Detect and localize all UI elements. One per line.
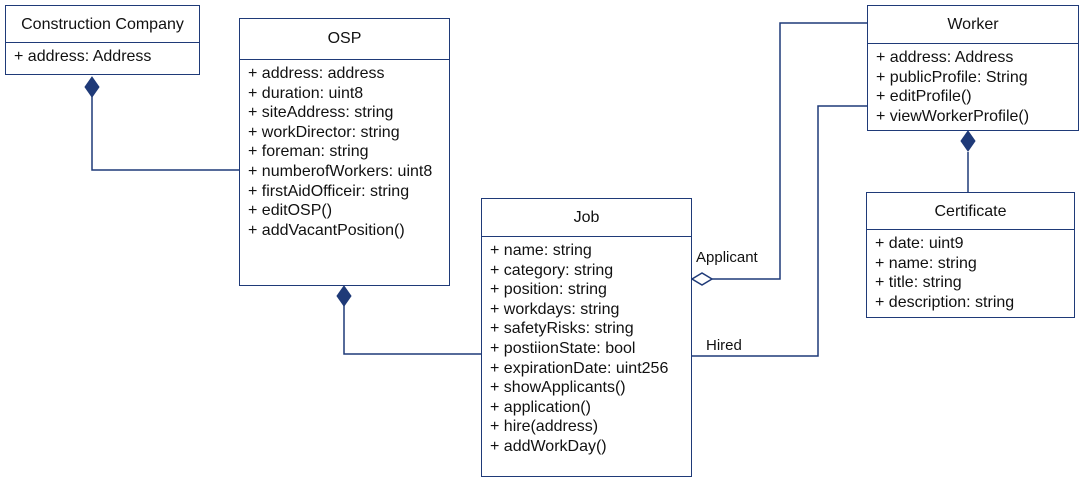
attribute: + expirationDate: uint256	[490, 359, 669, 377]
class-certificate[interactable]: Certificate + date: uint9 + name: string…	[866, 192, 1075, 318]
class-attributes-worker: + address: Address + publicProfile: Stri…	[868, 44, 1078, 126]
association-line-hired	[691, 105, 867, 357]
composition-diamond-worker	[960, 130, 976, 152]
attribute: + name: string	[490, 242, 592, 259]
attribute: + workdays: string	[490, 300, 620, 318]
class-name-job: Job	[482, 199, 691, 237]
class-name-construction-company: Construction Company	[6, 6, 199, 43]
composition-diamond-company	[84, 76, 100, 98]
attribute: + viewWorkerProfile()	[876, 107, 1030, 125]
composition-diamond-osp	[336, 285, 352, 307]
attribute: + postiionState: bool	[490, 339, 636, 357]
attribute: + safetyRisks: string	[490, 320, 634, 338]
class-worker[interactable]: Worker + address: Address + publicProfil…	[867, 5, 1079, 131]
attribute: + address: Address	[876, 49, 1014, 66]
attribute: + foreman: string	[248, 143, 369, 161]
class-name-worker: Worker	[868, 6, 1078, 44]
attribute: + editOSP()	[248, 202, 333, 220]
class-attributes-job: + name: string + category: string + posi…	[482, 237, 691, 457]
attribute: + address: Address	[14, 48, 152, 65]
class-construction-company[interactable]: Construction Company + address: Address	[5, 5, 200, 75]
class-osp[interactable]: OSP + address: address + duration: uint8…	[239, 18, 450, 286]
class-attributes-osp: + address: address + duration: uint8 + s…	[240, 60, 449, 240]
attribute: + publicProfile: String	[876, 68, 1028, 86]
attribute: + duration: uint8	[248, 84, 364, 102]
class-job[interactable]: Job + name: string + category: string + …	[481, 198, 692, 477]
aggregation-diamond-applicant	[690, 272, 714, 286]
attribute: + hire(address)	[490, 418, 599, 436]
attribute: + address: address	[248, 65, 385, 82]
attribute: + position: string	[490, 281, 607, 299]
attribute: + name: string	[875, 254, 977, 272]
applicant-label: Applicant	[696, 249, 758, 266]
class-attributes-certificate: + date: uint9 + name: string + title: st…	[867, 230, 1074, 312]
attribute: + description: string	[875, 293, 1015, 311]
class-name-osp: OSP	[240, 19, 449, 60]
attribute: + editProfile()	[876, 88, 972, 106]
hired-label: Hired	[706, 337, 742, 354]
attribute: + showApplicants()	[490, 379, 626, 397]
attribute: + application()	[490, 398, 591, 416]
attribute: + addWorkDay()	[490, 437, 607, 455]
attribute: + title: string	[875, 274, 962, 292]
attribute: + category: string	[490, 261, 614, 279]
attribute: + date: uint9	[875, 235, 964, 252]
aggregation-line-applicant	[712, 22, 867, 280]
attribute: + numberofWorkers: uint8	[248, 162, 433, 180]
class-attributes-construction-company: + address: Address	[6, 43, 199, 67]
attribute: + workDirector: string	[248, 123, 400, 141]
composition-line-company-osp	[91, 96, 240, 171]
attribute: + siteAddress: string	[248, 104, 394, 122]
attribute: + firstAidOfficeir: string	[248, 182, 410, 200]
composition-line-osp-job	[343, 305, 481, 355]
class-name-certificate: Certificate	[867, 193, 1074, 230]
attribute: + addVacantPosition()	[248, 221, 405, 239]
